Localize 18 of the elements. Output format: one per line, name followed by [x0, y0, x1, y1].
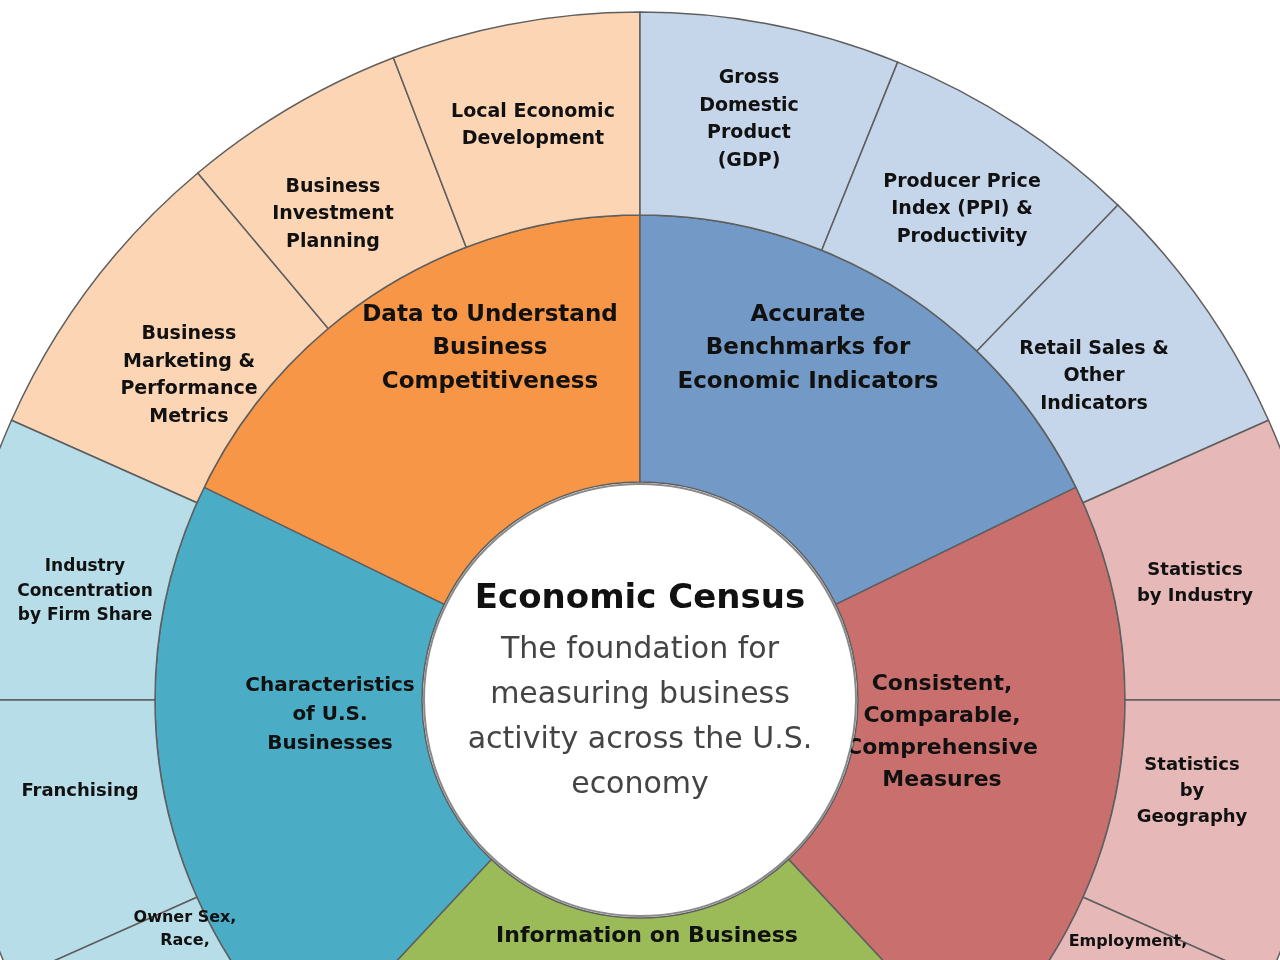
segment-label: Information on Business — [495, 921, 799, 949]
segment-label: Business Investment Planning — [271, 172, 395, 253]
segment-label: Accurate Benchmarks for Economic Indicators — [676, 299, 940, 395]
segment-label: Employment, — [1067, 929, 1189, 952]
center-title: Economic Census — [473, 575, 807, 618]
segment-label: Statistics by Geography — [1135, 752, 1249, 829]
segment-label: Statistics by Industry — [1136, 557, 1254, 608]
segment-label: Local Economic Development — [450, 97, 616, 151]
segment-label: Franchising — [20, 778, 140, 802]
segment-label: Data to Understand Business Competitiveness — [361, 299, 619, 395]
segment-label: Consistent, Comparable, Comprehensive Measures — [845, 669, 1039, 793]
segment-label: Industry Concentration by Firm Share — [16, 554, 154, 627]
segment-label: Business Marketing & Performance Metrics — [119, 320, 259, 428]
segment-label: Gross Domestic Product (GDP) — [698, 64, 800, 172]
segment-label: Characteristics of U.S. Businesses — [244, 670, 416, 756]
segment-label: Retail Sales & Other Indicators — [1019, 334, 1169, 415]
center-subtitle: The foundation for measuring business activity across the U.S. economy — [466, 629, 814, 803]
segment-label: Producer Price Index (PPI) & Productivity — [882, 167, 1042, 248]
